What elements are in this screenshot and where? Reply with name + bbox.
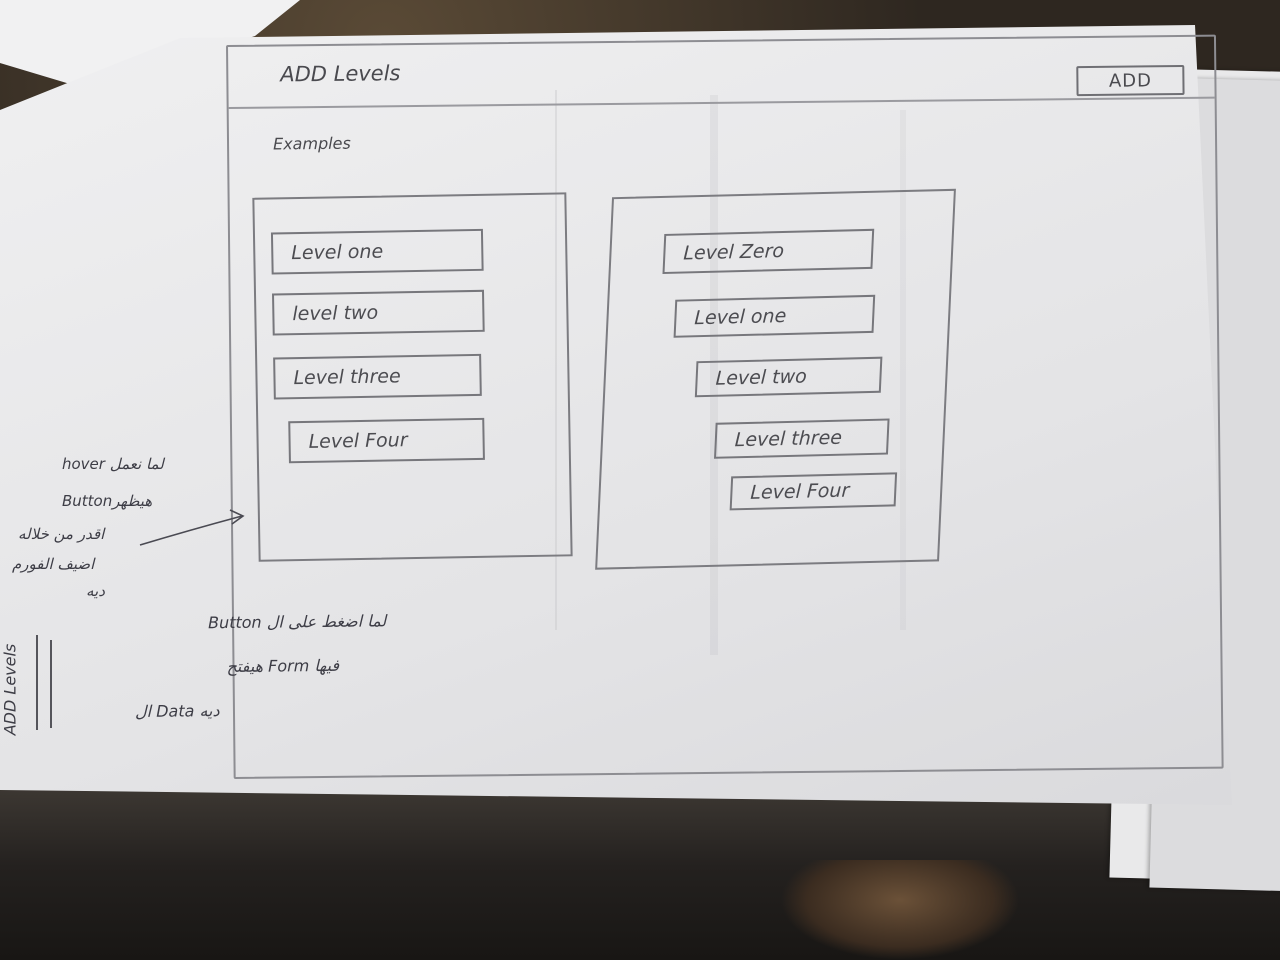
hover-note-line-1: hover لما نعمل — [62, 455, 164, 473]
hover-note-line-4: اضيف الفورم — [12, 555, 95, 573]
margin-line — [36, 635, 38, 730]
show-through-line — [555, 90, 557, 630]
desk-background-bottom — [0, 790, 1280, 960]
hover-note-line-3: اقدر من خلاله — [18, 525, 105, 543]
show-through-line — [900, 110, 906, 630]
show-through-line — [710, 95, 718, 655]
hover-note-line-5: ديه — [86, 582, 105, 600]
desk-object — [780, 860, 1020, 960]
margin-line — [50, 640, 52, 728]
hover-note-line-2: Buttonهيظهر — [62, 492, 153, 510]
margin-note: ADD Levels — [0, 643, 20, 736]
